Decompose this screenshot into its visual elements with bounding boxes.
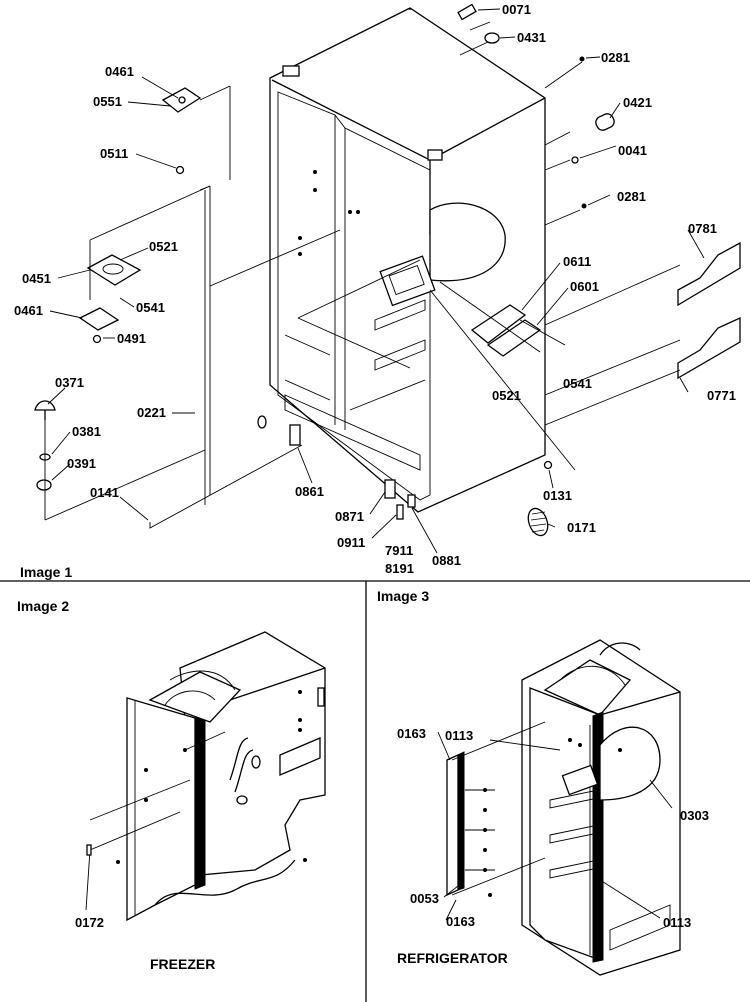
image1-cabinet-drawing: 0071 0431 0281 0421 0041 0281 0461 0551 … (14, 2, 741, 580)
part-label: 0163 (446, 914, 475, 929)
image2-title: FREEZER (150, 956, 215, 972)
part-label: 0071 (502, 2, 531, 17)
part-label: 0281 (617, 189, 646, 204)
part-label: 0421 (623, 95, 652, 110)
part-label: 0461 (14, 303, 43, 318)
part-label: 0881 (432, 553, 461, 568)
image1-part-labels: 0071 0431 0281 0421 0041 0281 0461 0551 … (14, 2, 736, 576)
part-label: 0771 (707, 388, 736, 403)
part-label: 0781 (688, 221, 717, 236)
part-label: 0113 (445, 728, 473, 743)
part-label: 0391 (67, 456, 96, 471)
part-label: 0521 (492, 388, 521, 403)
part-label: 0172 (75, 915, 104, 930)
part-label: 0541 (136, 300, 165, 315)
part-label: 0871 (335, 509, 364, 524)
part-label: 0521 (149, 239, 178, 254)
part-label: 0551 (93, 94, 122, 109)
part-label: 0431 (517, 30, 546, 45)
part-label: 0491 (117, 331, 146, 346)
part-label: 0113 (663, 915, 691, 930)
image3-refrigerator-drawing: Image 3 (377, 588, 709, 976)
image3-caption: Image 3 (377, 588, 429, 604)
part-label: 0461 (105, 64, 134, 79)
image2-freezer-drawing: Image 2 (17, 598, 326, 972)
part-label: 7911 (385, 543, 413, 558)
part-label: 0041 (618, 143, 647, 158)
part-label: 8191 (385, 561, 414, 576)
part-label: 0541 (563, 376, 592, 391)
part-label: 0281 (601, 50, 630, 65)
part-label: 0131 (543, 488, 572, 503)
part-label: 0221 (137, 405, 166, 420)
part-label: 0451 (22, 271, 51, 286)
part-label: 0511 (100, 146, 128, 161)
image1-caption: Image 1 (20, 564, 72, 580)
panel-dividers (0, 580, 750, 1002)
part-label: 0303 (680, 808, 709, 823)
part-label: 0053 (410, 891, 439, 906)
part-label: 0381 (72, 424, 101, 439)
part-label: 0911 (337, 535, 365, 550)
part-label: 0611 (563, 254, 591, 269)
part-label: 0371 (55, 375, 84, 390)
part-label: 0163 (397, 726, 426, 741)
image3-title: REFRIGERATOR (397, 950, 508, 966)
part-label: 0861 (295, 484, 324, 499)
image2-caption: Image 2 (17, 598, 69, 614)
part-label: 0171 (567, 520, 596, 535)
part-label: 0141 (90, 485, 119, 500)
part-label: 0601 (570, 279, 599, 294)
